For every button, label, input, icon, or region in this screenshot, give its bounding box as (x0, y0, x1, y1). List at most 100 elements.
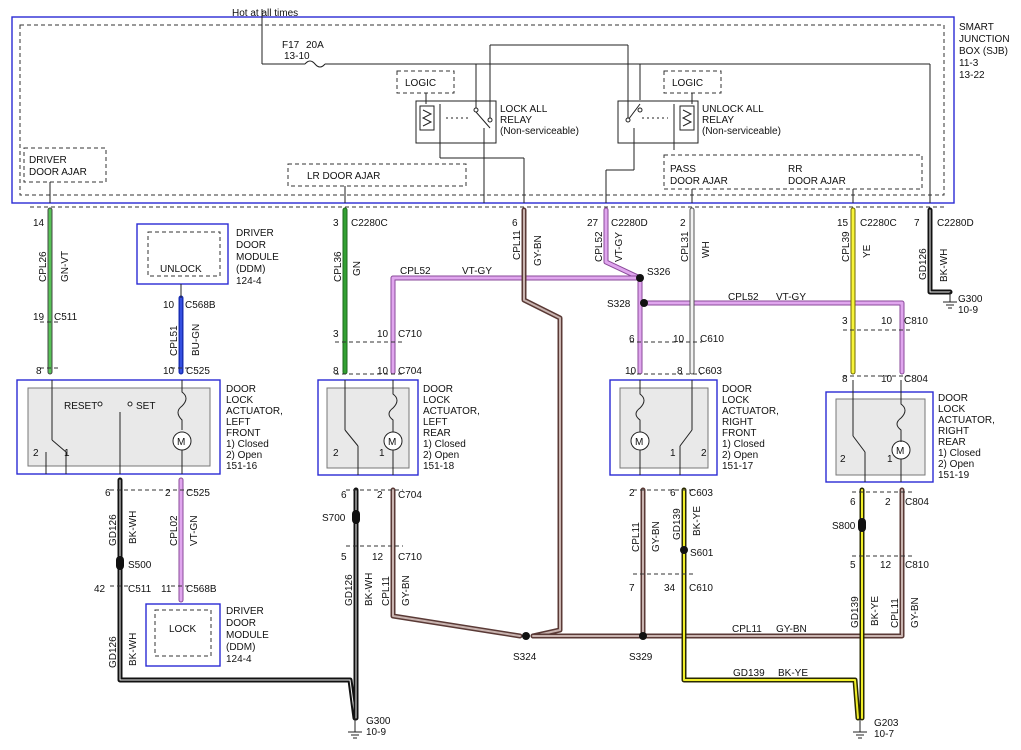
lf-pin-6: 6 (105, 488, 111, 499)
connector-markers (40, 321, 912, 587)
ddm-top-line-5: 124-4 (236, 276, 262, 287)
pin-10-c568b: 10 (163, 300, 175, 311)
rr-c804-pin-2: 2 (885, 497, 891, 508)
lr-pin-1: 1 (379, 448, 385, 459)
actuator-right-rear-label: DOOR LOCK ACTUATOR, RIGHT REAR 1) Closed… (938, 393, 995, 481)
label-cpl36: CPL36 (333, 251, 344, 282)
c804-top-label: C804 (904, 374, 928, 385)
rr-pin-5: 5 (850, 560, 856, 571)
label-gd126-bottom: GD126 (108, 636, 119, 668)
ddm-top-line-3: MODULE (236, 252, 279, 263)
label-cpl31: CPL31 (680, 231, 691, 262)
lock-logic-label: LOGIC (405, 78, 436, 89)
rr-c810-pin-12: 12 (880, 560, 892, 571)
lock-all-relay: LOGIC LOCK ALL RELAY (Non-serviceable) (396, 70, 579, 203)
rr-c804-pin-10: 10 (881, 374, 893, 385)
lr-line-1: DOOR (423, 384, 453, 395)
pass-rr-door-ajar-input: PASS DOOR AJAR RR DOOR AJAR (663, 154, 923, 190)
c603-bottom-label: C603 (689, 488, 713, 499)
rf-line-4: RIGHT (722, 417, 753, 428)
fuse-id: F17 (282, 40, 300, 51)
splice-s326: S326 (647, 267, 671, 278)
rf-c610-pin-34: 34 (664, 583, 676, 594)
unlock-relay-line-1: UNLOCK ALL (702, 104, 764, 115)
ground-g300-bottom: G300 10-9 (348, 716, 391, 739)
ddm-lock-button-label: LOCK (169, 624, 197, 635)
c603-top-label: C603 (698, 366, 722, 377)
sjb-label-2: JUNCTION (959, 34, 1010, 45)
ddm-bottom-line-2: DOOR (226, 618, 256, 629)
splice-s800: S800 (832, 521, 856, 532)
sjb-label-1: SMART (959, 22, 994, 33)
hot-at-all-times-label: Hot at all times (232, 8, 298, 19)
svg-text:M: M (388, 437, 396, 448)
label-gd139-horizontal: GD139 (733, 668, 765, 679)
unlock-relay-line-2: RELAY (702, 115, 734, 126)
lf-line-4: LEFT (226, 417, 250, 428)
c610-top-label: C610 (700, 334, 724, 345)
c704-bottom-label: C704 (398, 490, 422, 501)
label-cpl51: CPL51 (169, 325, 180, 356)
pass-door-ajar-line-2: DOOR AJAR (670, 176, 728, 187)
label-gd139-rf: GD139 (672, 508, 683, 540)
label-bk-wh-top: BK-WH (939, 249, 950, 282)
lr-door-ajar-input: LR DOOR AJAR (287, 163, 467, 187)
c511-pin-42: 42 (94, 584, 106, 595)
svg-text:M: M (896, 446, 904, 457)
lf-line-3: ACTUATOR, (226, 406, 283, 417)
splice-s700: S700 (322, 513, 346, 524)
actuator-left-front-label: DOOR LOCK ACTUATOR, LEFT FRONT 1) Closed… (226, 384, 283, 472)
lr-c710-pin-3: 3 (333, 329, 339, 340)
actuator-left-front: RESET SET M 2 1 (16, 379, 221, 475)
rf-line-2: LOCK (722, 395, 750, 406)
lf-line-8: 151-16 (226, 461, 258, 472)
connector-c2280d-a: C2280D (611, 218, 648, 229)
label-cpl52-lr: CPL52 (400, 266, 431, 277)
label-gd126-lr: GD126 (344, 574, 355, 606)
c568b-bottom-label: C568B (186, 584, 217, 595)
circuit-labels: CPL26 GN-VT CPL51 BU-GN CPL36 GN CPL11 G… (38, 230, 950, 679)
lr-c704-pin-10: 10 (377, 366, 389, 377)
wires (47, 207, 953, 721)
label-gy-bn-horizontal: GY-BN (776, 624, 807, 635)
label-ye: YE (862, 244, 873, 258)
fuse-ref: 13-10 (284, 51, 310, 62)
label-vt-gy-rr: VT-GY (776, 292, 806, 303)
lf-reset-label: RESET (64, 401, 97, 412)
actuator-right-front-label: DOOR LOCK ACTUATOR, RIGHT FRONT 1) Close… (722, 384, 779, 472)
rf-line-8: 151-17 (722, 461, 754, 472)
pass-door-ajar-line-1: PASS (670, 164, 696, 175)
rr-line-5: REAR (938, 437, 966, 448)
pin-7-ground: 7 (914, 218, 920, 229)
driver-door-ajar-line-2: DOOR AJAR (29, 167, 87, 178)
rr-line-7: 2) Open (938, 459, 974, 470)
rf-line-6: 1) Closed (722, 439, 765, 450)
lf-pin-8: 8 (36, 366, 42, 377)
lf-line-1: DOOR (226, 384, 256, 395)
pin-15-rr: 15 (837, 218, 849, 229)
label-gd126-lf: GD126 (108, 514, 119, 546)
ddm-bottom-line-4: (DDM) (226, 642, 255, 653)
rr-pin-2: 2 (840, 454, 846, 465)
label-bk-ye-horizontal: BK-YE (778, 668, 808, 679)
pin-2-pass: 2 (680, 218, 686, 229)
label-bk-ye-rf: BK-YE (692, 506, 703, 536)
driver-door-ajar-input: DRIVER DOOR AJAR (23, 147, 107, 183)
label-gn-vt: GN-VT (60, 251, 71, 282)
sjb-label-3: BOX (SJB) (959, 46, 1008, 57)
rf-pin-1: 1 (670, 448, 676, 459)
c710-top-label: C710 (398, 329, 422, 340)
svg-text:M: M (177, 437, 185, 448)
rf-c603-pin-8: 8 (677, 366, 683, 377)
ddm-unlock-button-label: UNLOCK (160, 264, 202, 275)
rr-line-3: ACTUATOR, (938, 415, 995, 426)
rr-door-ajar-line-2: DOOR AJAR (788, 176, 846, 187)
lr-pin-2: 2 (333, 448, 339, 459)
label-vt-gn: VT-GN (189, 515, 200, 546)
label-vt-gy-lr: VT-GY (462, 266, 492, 277)
lr-door-ajar-label: LR DOOR AJAR (307, 171, 380, 182)
c610-bottom-label: C610 (689, 583, 713, 594)
ddm-top-line-4: (DDM) (236, 264, 265, 275)
c568b-pin-11: 11 (161, 584, 172, 595)
